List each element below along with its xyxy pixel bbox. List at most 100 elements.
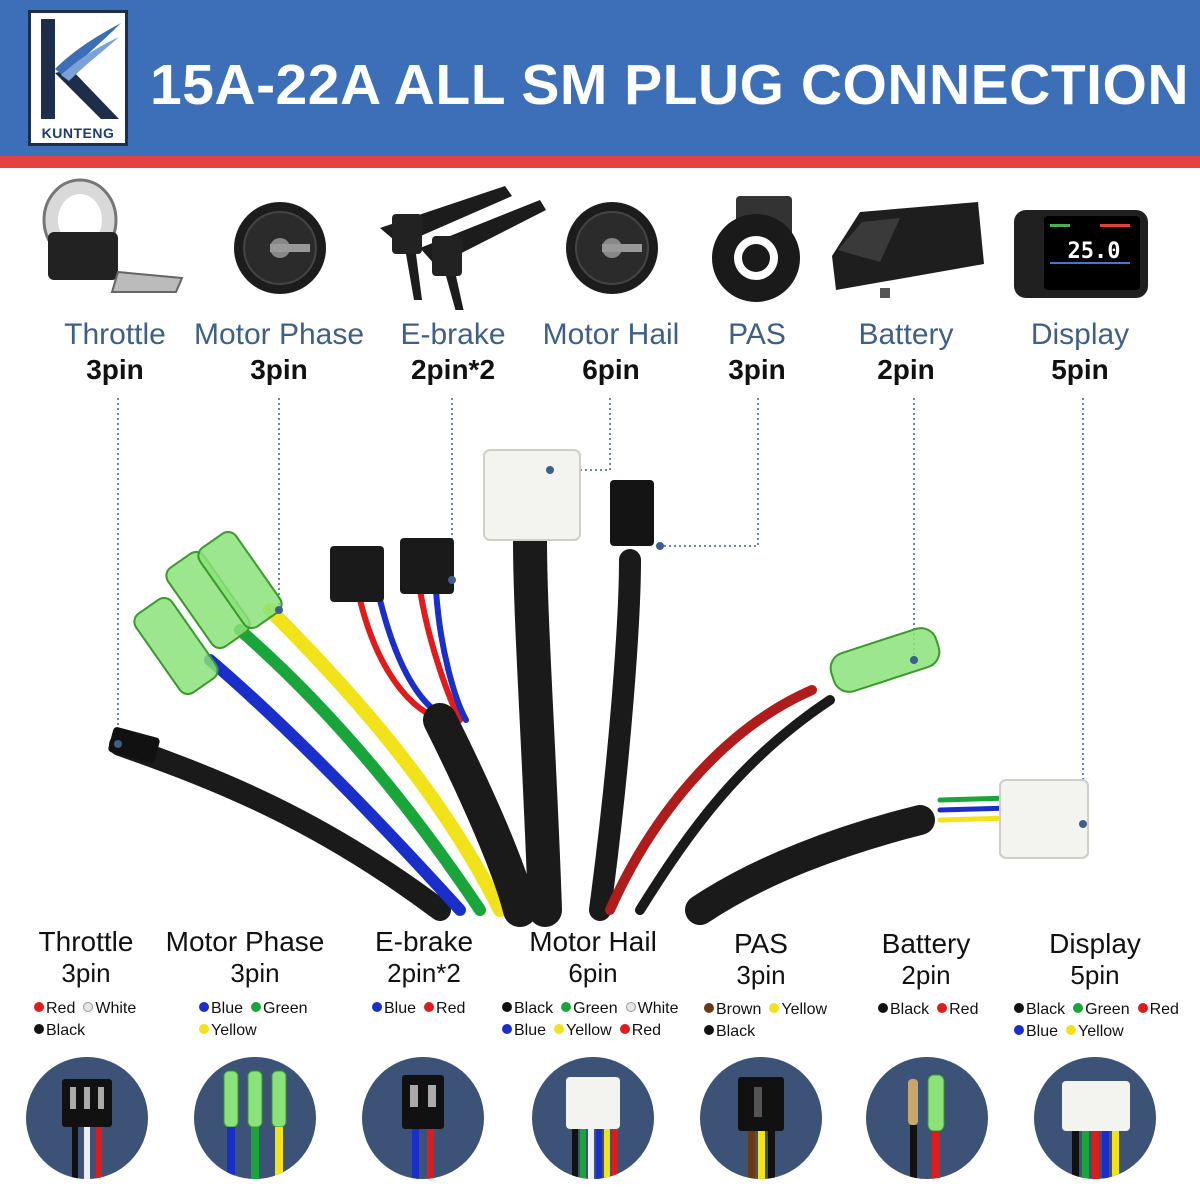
connector-label-battery: Battery [881,928,971,959]
connector-label-throttle: Throttle [38,926,134,957]
wire-color-dot [554,1024,565,1034]
connector-pin-throttle: 3pin [61,958,111,988]
connector-label-display: Display [1049,928,1141,959]
header-banner: KUNTENG 15A-22A ALL SM PLUG CONNECTION [0,0,1200,156]
wire-color-label: Red [1149,1001,1179,1018]
pas-plug-icon [738,1077,784,1179]
hub-motor-icon [566,202,658,294]
wire-legend-row: Black Green Red [1014,1001,1187,1019]
page-title: 15A-22A ALL SM PLUG CONNECTION [150,53,1189,117]
product-pin-motor-hail: 6pin [582,354,640,385]
wire-color-label: Yellow [781,1001,828,1018]
wire-color-dot [372,1002,382,1012]
connector-label-e-brake: E-brake [374,926,474,957]
wire-color-dot [502,1002,512,1012]
wire-color-label: Green [263,1000,308,1017]
product-label-motor-hail: Motor Hail [542,318,680,351]
product-pin-throttle: 3pin [86,354,144,385]
connector-pin-battery: 2pin [901,960,951,990]
wires [109,523,1013,927]
product-label-e-brake: E-brake [400,318,506,351]
wire-color-label: Blue [384,1000,417,1017]
wire-color-dot [502,1024,512,1034]
wire-color-dot [704,1003,714,1013]
product-pin-pas: 3pin [728,354,786,385]
harness-connectors [108,449,1089,859]
brake-plug-icon [402,1075,444,1179]
hall-plug-icon [566,1077,620,1179]
connector-label-motor-hail: Motor Hail [529,926,657,957]
connector-photo-e-brake [362,1057,484,1179]
wire-color-dot [34,1002,44,1012]
wire-color-label: Green [1085,1001,1130,1018]
display-plug-icon [1062,1081,1130,1179]
connector-photo-motor-hail [532,1057,654,1179]
wire-color-label: Red [436,1000,466,1017]
wire-color-dot [199,1024,209,1034]
wire-legend-row: Brown Yellow [704,1001,835,1019]
wire-legend-row: Black [34,1022,93,1040]
wire-color-dot [424,1002,435,1012]
wire-color-dot [199,1002,209,1012]
wire-color-dot [1073,1003,1084,1013]
wire-color-label: Blue [514,1022,547,1039]
throttle-plug-icon [62,1079,112,1179]
wire-color-label: Blue [1026,1023,1059,1040]
product-pin-battery: 2pin [877,354,935,385]
wire-legend-row: Black [704,1023,763,1041]
battery-icon [832,202,984,298]
wire-legend-row: Red White [34,1000,144,1018]
connector-pin-e-brake: 2pin*2 [387,958,461,988]
bullet-plug-icon [223,1070,287,1179]
wire-color-dot [1066,1025,1077,1035]
wire-color-dot [83,1002,94,1012]
wire-color-label: Black [890,1001,930,1018]
wire-legend-row: Blue Green [199,1000,316,1018]
connector-photo-pas [700,1057,822,1179]
connector-photo-motor-phase [194,1057,316,1179]
connector-label-motor-phase: Motor Phase [165,926,325,957]
wire-color-dot [251,1002,262,1012]
wire-color-label: White [637,1000,679,1017]
logo-text: KUNTENG [41,125,115,141]
wire-legend-row: Blue Yellow [1014,1023,1132,1041]
wire-color-label: Yellow [1078,1023,1124,1040]
wire-color-label: Red [949,1001,979,1018]
wire-color-label: Black [716,1023,756,1040]
wire-color-dot [619,1024,630,1034]
product-images: 25.0 [42,178,1148,310]
wire-color-label: Black [514,1000,554,1017]
wire-color-label: White [95,1000,137,1017]
product-label-battery: Battery [858,318,954,351]
kunteng-logo: KUNTENG [28,10,128,146]
wire-color-dot [1014,1003,1024,1013]
connector-photo-display [1034,1057,1156,1179]
throttle-icon [42,178,184,293]
battery-plug-icon [908,1074,945,1179]
leader-dots [114,466,1087,828]
connector-pin-motor-hail: 6pin [568,958,618,988]
connector-pin-display: 5pin [1070,960,1120,990]
connector-pin-pas: 3pin [736,960,786,990]
hub-motor-icon [234,202,326,294]
connector-photo-throttle [26,1057,148,1179]
wire-color-label: Blue [211,1000,244,1017]
wire-legend-row: Black Red [878,1001,986,1019]
wire-color-label: Red [46,1000,76,1017]
display-icon [1014,210,1148,298]
connector-label-pas: PAS [734,928,788,959]
wire-color-label: Brown [716,1001,762,1018]
wire-color-label: Black [46,1022,86,1039]
wire-color-dot [1137,1003,1148,1013]
product-pin-motor-phase: 3pin [250,354,308,385]
wire-color-label: Black [1026,1001,1066,1018]
product-pin-display: 5pin [1051,354,1109,385]
connector-photo-battery [866,1057,988,1179]
wire-legend-row: Blue Red [372,1000,473,1018]
brake-lever-icon [380,186,546,310]
wire-color-dot [878,1003,888,1013]
display-speed-readout: 25.0 [1068,239,1121,264]
wire-color-dot [625,1002,636,1012]
